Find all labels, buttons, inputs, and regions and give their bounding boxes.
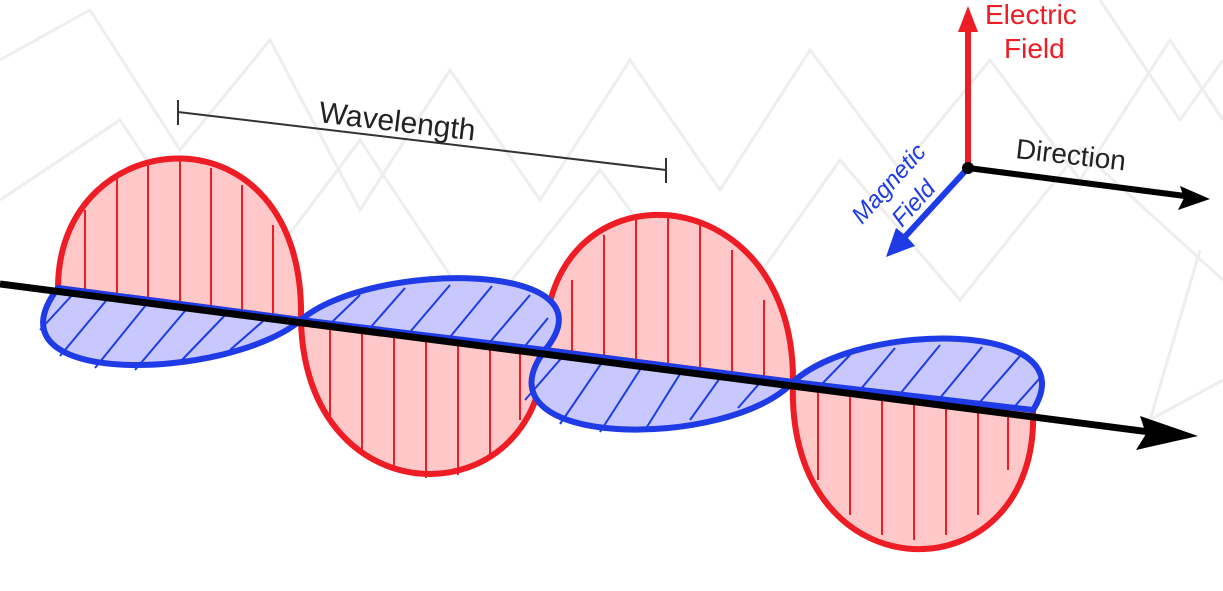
- direction-label: Direction: [1014, 133, 1127, 176]
- propagation-axis: [0, 280, 1198, 450]
- electric-lobe-4: [789, 379, 1037, 552]
- electric-lobe-3: [541, 211, 797, 385]
- wavelength-marker: [177, 100, 667, 183]
- magnetic-lobe-1: [39, 285, 304, 371]
- electric-lobe-1: [55, 155, 305, 323]
- wavelength-label: Wavelength: [317, 96, 477, 147]
- magnetic-field-arrow: [886, 165, 971, 257]
- magnetic-lobe-4: [790, 335, 1045, 413]
- magnetic-lobe-3: [524, 347, 796, 433]
- magnetic-lobe-2: [298, 275, 562, 353]
- direction-arrow: [967, 165, 1210, 210]
- electric-field-label-line1: Electric: [985, 0, 1077, 30]
- electric-field-arrow: [958, 6, 978, 168]
- axis-legend: [886, 6, 1210, 257]
- electric-field-label-line2: Field: [1004, 33, 1065, 64]
